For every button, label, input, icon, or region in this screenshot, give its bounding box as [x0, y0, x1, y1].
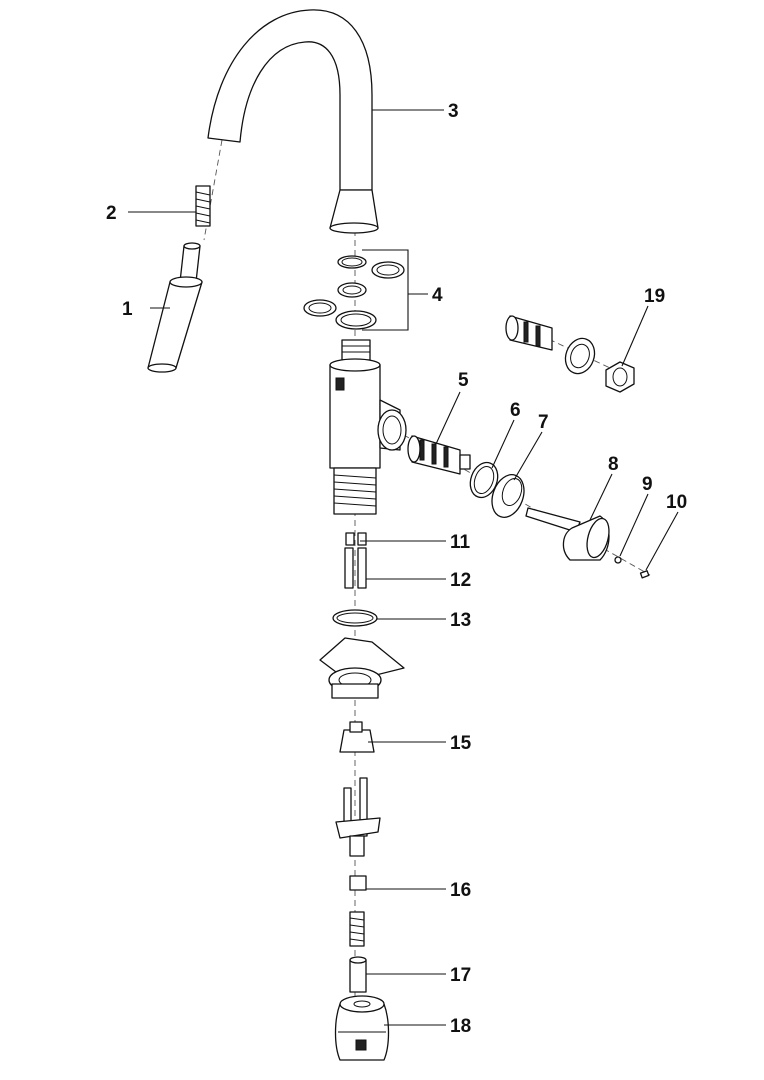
callout-6: 6 [510, 400, 521, 421]
part-11-o-rings [345, 532, 367, 546]
callout-7: 7 [538, 412, 549, 433]
callout-10: 10 [666, 492, 687, 513]
threaded-rods [335, 777, 381, 857]
callout-8: 8 [608, 454, 619, 475]
base-plate [319, 637, 405, 699]
part-9-washer [614, 556, 622, 564]
callout-3: 3 [448, 101, 459, 122]
callout-2: 2 [106, 203, 117, 224]
callout-9: 9 [642, 474, 653, 495]
part-12-inlet-tubes [344, 547, 367, 589]
part-8-lever-handle [525, 507, 610, 561]
part-17-sleeve [349, 956, 367, 993]
part-19-cartridge-kit [505, 315, 635, 393]
part-15-fixing-bracket [339, 721, 375, 753]
callout-11: 11 [450, 532, 471, 553]
assembly-axes [203, 139, 651, 1060]
part-18-hose-weight [334, 995, 390, 1061]
part-10-set-screw [639, 570, 650, 579]
part-13-base-o-ring [332, 609, 378, 627]
callout-15: 15 [450, 733, 472, 754]
part-16-threaded-insert [349, 875, 367, 947]
part-5-cartridge [407, 435, 471, 475]
part-6-o-ring [469, 461, 499, 499]
callout-16: 16 [450, 880, 471, 901]
callout-17: 17 [450, 965, 471, 986]
part-4-o-ring-set [303, 249, 409, 331]
callout-19: 19 [644, 286, 665, 307]
leader-lines [128, 109, 679, 1026]
callout-labels: 1 2 3 4 5 6 7 8 9 10 11 12 13 15 16 17 1… [106, 101, 687, 1037]
callout-1: 1 [122, 299, 133, 320]
callout-12: 12 [450, 570, 471, 591]
callout-13: 13 [450, 610, 471, 631]
mixer-body [329, 339, 407, 515]
part-2-threaded-nipple [195, 185, 211, 227]
part-7-cover-sleeve [491, 474, 525, 518]
part-1-spray-head [147, 242, 203, 373]
callout-18: 18 [450, 1016, 471, 1037]
callout-4: 4 [432, 285, 443, 306]
callout-5: 5 [458, 370, 469, 391]
part-3-spout [207, 9, 379, 234]
